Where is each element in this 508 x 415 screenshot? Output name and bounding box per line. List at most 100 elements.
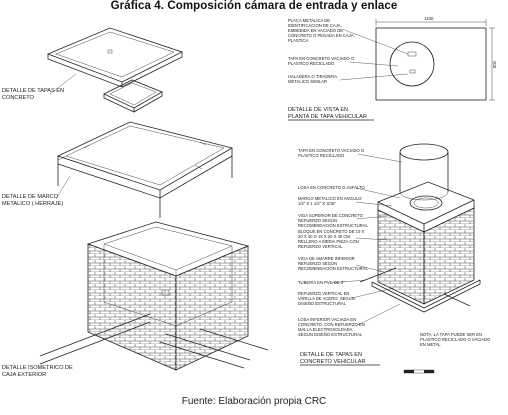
svg-text:EN METAL: EN METAL [420,342,441,347]
veh-note-right-1: NOTA: LA TAPA PUEDE SER EN [420,332,482,337]
svg-text:CONCRETO VEHICULAR: CONCRETO VEHICULAR [300,359,365,365]
veh-note-5d: REFUERZO VERTICAL [298,244,343,249]
veh-note-1b: PLASTICO RECICLADO [298,153,345,158]
concrete-lid-drawing [46,27,184,113]
svg-text:DETALLE DE MARCO: DETALLE DE MARCO [2,194,59,200]
veh-note-9a: LOSA INFERIOR VACIADA EN [298,317,356,322]
svg-text:IDENTIFICACION DE CAJA,: IDENTIFICACION DE CAJA, [288,23,342,28]
plan-caption-1: DETALLE DE VISTA EN [288,107,348,113]
veh-note-9b: CONCRETO, CON REFUERZO EN [298,322,365,327]
veh-note-5a: BLOQUE EN CONCRETO DE 10 X [298,229,364,234]
plan-view: PLACA METALICA DE IDENTIFICACION DE CAJA… [288,16,497,121]
svg-text:LOSA EN CONCRETO O ASFALTO: LOSA EN CONCRETO O ASFALTO [298,185,366,190]
svg-text:REFUERZO SEGÚN: REFUERZO SEGÚN [298,261,337,266]
construction-diagram: DETALLE DE TAPAS EN CONCRETO DETALLE DE … [2,16,497,378]
label-isometrico-line2: CAJA EXTERIOR [2,372,46,378]
svg-text:HALADERA O TIRADERA: HALADERA O TIRADERA [288,74,337,79]
label-isometrico-line1: DETALLE ISOMETRICO DE [2,365,73,371]
veh-note-6a: VIGA DE AMARRE INFERIOR [298,256,355,261]
veh-note-9c: MALLA ELECTROSOLDADA [298,327,353,332]
label-tapas-line2: CONCRETO [2,95,35,101]
svg-text:RECOMENDACIÓN ESTRUCTURAL: RECOMENDACIÓN ESTRUCTURAL [298,223,368,228]
svg-text:DETALLE DE TAPAS EN: DETALLE DE TAPAS EN [300,352,362,358]
svg-text:SEGÚN DISEÑO ESTRUCTURAL: SEGÚN DISEÑO ESTRUCTURAL [298,332,363,337]
figure-source: Fuente: Elaboración propia CRC [181,396,327,407]
veh-note-8a: REFUERZO VERTICAL EN [298,291,349,296]
svg-text:MARCO METALICO EN ANGULO: MARCO METALICO EN ANGULO [298,196,362,201]
svg-text:DISEÑO ESTRUCTURAL: DISEÑO ESTRUCTURAL [298,301,347,306]
svg-text:CONCRETO O PEGADA EN CAJA: CONCRETO O PEGADA EN CAJA [288,33,354,38]
veh-note-8c: DISEÑO ESTRUCTURAL [298,301,347,306]
svg-text:VIGA SUPERIOR DE CONCRETO: VIGA SUPERIOR DE CONCRETO [298,213,364,218]
svg-text:1/2" X 1 1/2" X 3/16": 1/2" X 1 1/2" X 3/16" [298,201,336,206]
veh-note-6b: REFUERZO SEGÚN [298,261,337,266]
svg-text:METALICO ( HERRAJE): METALICO ( HERRAJE) [2,201,63,207]
svg-text:PLASTICO RECICLADO O VACIADO: PLASTICO RECICLADO O VACIADO [420,337,491,342]
plan-dim-width: 1230 [424,16,434,21]
svg-text:20 X 40 O 15 X 20 X 40 CM.: 20 X 40 O 15 X 20 X 40 CM. [298,234,351,239]
svg-text:VARILLA DE ACERO, SEGÚN: VARILLA DE ACERO, SEGÚN [298,296,355,301]
svg-text:REFUERZO VERTICAL: REFUERZO VERTICAL [298,244,343,249]
svg-text:REFUERZO VERTICAL EN: REFUERZO VERTICAL EN [298,291,349,296]
label-marco-line1: DETALLE DE MARCO [2,194,59,200]
svg-text:VIGA DE AMARRE INFERIOR: VIGA DE AMARRE INFERIOR [298,256,355,261]
svg-text:MALLA ELECTROSOLDADA: MALLA ELECTROSOLDADA [298,327,353,332]
plan-dim-height: 800 [492,60,497,68]
plan-note-2a: TAPA EN CONCRETO VACIADO O [288,56,355,61]
svg-text:CONCRETO: CONCRETO [2,95,35,101]
svg-text:REFUERZO SEGÚN: REFUERZO SEGÚN [298,218,337,223]
svg-text:DETALLE ISOMETRICO DE: DETALLE ISOMETRICO DE [2,365,73,371]
plan-note-3b: METALICO SIMILAR [288,79,327,84]
veh-note-5b: 20 X 40 O 15 X 20 X 40 CM. [298,234,351,239]
svg-text:NOTA: LA TAPA PUEDE SER EN: NOTA: LA TAPA PUEDE SER EN [420,332,482,337]
svg-text:TAPA EN CONCRETO VACIADO O: TAPA EN CONCRETO VACIADO O [288,56,355,61]
plan-note-2b: PLASTICO RECICLADO [288,61,335,66]
svg-text:PLASTICA: PLASTICA [288,38,308,43]
veh-note-4c: RECOMENDACIÓN ESTRUCTURAL [298,223,368,228]
veh-note-right-2: PLASTICO RECICLADO O VACIADO [420,337,491,342]
plan-note-1e: PLASTICA [288,38,308,43]
svg-text:CONCRETO, CON REFUERZO EN: CONCRETO, CON REFUERZO EN [298,322,365,327]
svg-text:RECOMENDACIÓN ESTRUCTURAL: RECOMENDACIÓN ESTRUCTURAL [298,266,368,271]
svg-text:RELLENO A MEDIA PIEZA CON: RELLENO A MEDIA PIEZA CON [298,239,359,244]
label-marco-line2: METALICO ( HERRAJE) [2,201,63,207]
veh-caption-2: CONCRETO VEHICULAR [300,359,365,365]
svg-text:TUBERÍA EN PVC DE 3": TUBERÍA EN PVC DE 3" [298,280,345,285]
veh-note-6c: RECOMENDACIÓN ESTRUCTURAL [298,266,368,271]
veh-note-4b: REFUERZO SEGÚN [298,218,337,223]
exterior-box-drawing [39,221,269,371]
svg-text:TAPA EN CONCRETO VACIADO O: TAPA EN CONCRETO VACIADO O [298,148,365,153]
veh-caption-1: DETALLE DE TAPAS EN [300,352,362,358]
veh-note-4a: VIGA SUPERIOR DE CONCRETO [298,213,364,218]
svg-text:PLACA METALICA DE: PLACA METALICA DE [288,18,330,23]
svg-text:PLASTICO RECICLADO: PLASTICO RECICLADO [298,153,345,158]
svg-text:PLANTA DE TAPA VEHICULAR: PLANTA DE TAPA VEHICULAR [288,114,367,120]
label-tapas-line1: DETALLE DE TAPAS EN [2,88,64,94]
svg-text:LOSA INFERIOR VACIADA EN: LOSA INFERIOR VACIADA EN [298,317,356,322]
svg-text:METALICO SIMILAR: METALICO SIMILAR [288,79,327,84]
veh-note-7a: TUBERÍA EN PVC DE 3" [298,280,345,285]
veh-note-8b: VARILLA DE ACERO, SEGÚN [298,296,355,301]
veh-note-1a: TAPA EN CONCRETO VACIADO O [298,148,365,153]
veh-note-right-3: EN METAL [420,342,441,347]
plan-note-1b: IDENTIFICACION DE CAJA, [288,23,342,28]
veh-note-5c: RELLENO A MEDIA PIEZA CON [298,239,359,244]
svg-text:CAJA EXTERIOR: CAJA EXTERIOR [2,372,46,378]
figure-title: Gráfica 4. Composición cámara de entrada… [110,0,398,12]
svg-text:BLOQUE EN CONCRETO DE 10 X: BLOQUE EN CONCRETO DE 10 X [298,229,364,234]
metal-frame-drawing [56,121,234,218]
vehicular-detail: TAPA EN CONCRETO VACIADO O PLASTICO RECI… [298,143,491,374]
svg-text:EMBEBIDA EN VACIADO DE: EMBEBIDA EN VACIADO DE [288,28,343,33]
veh-note-3b: 1/2" X 1 1/2" X 3/16" [298,201,336,206]
plan-note-3a: HALADERA O TIRADERA [288,74,337,79]
veh-note-3a: MARCO METALICO EN ANGULO [298,196,362,201]
left-labels: DETALLE DE TAPAS EN CONCRETO DETALLE DE … [2,73,77,378]
veh-note-9d: SEGÚN DISEÑO ESTRUCTURAL [298,332,363,337]
plan-note-1c: EMBEBIDA EN VACIADO DE [288,28,343,33]
plan-note-1a: PLACA METALICA DE [288,18,330,23]
plan-note-1d: CONCRETO O PEGADA EN CAJA [288,33,354,38]
svg-text:PLASTICO RECICLADO: PLASTICO RECICLADO [288,61,335,66]
veh-note-2a: LOSA EN CONCRETO O ASFALTO [298,185,366,190]
plan-caption-2: PLANTA DE TAPA VEHICULAR [288,114,367,120]
svg-text:DETALLE DE VISTA EN: DETALLE DE VISTA EN [288,107,348,113]
